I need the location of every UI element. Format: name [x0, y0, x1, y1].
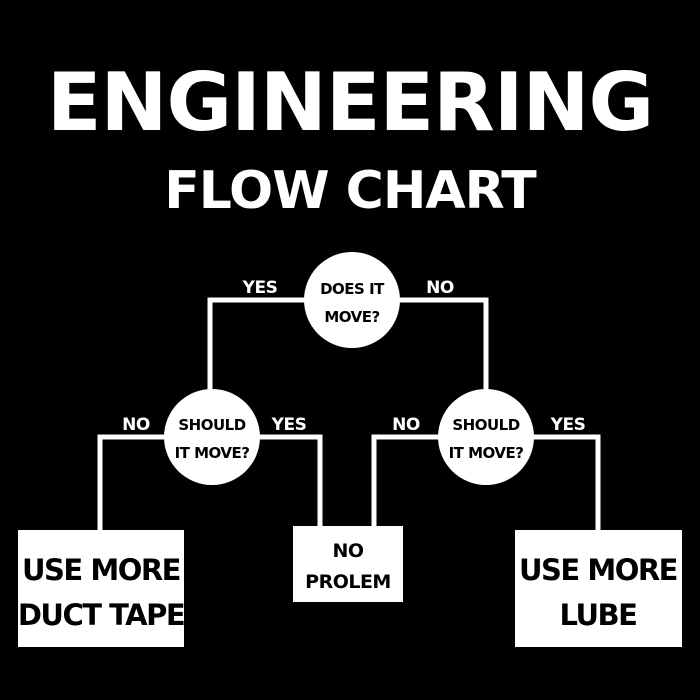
connector-right-yes	[529, 434, 601, 533]
edge-label-root-no: NO	[426, 278, 454, 298]
decision-line1: SHOULD	[178, 416, 245, 434]
decision-line2: IT MOVE?	[449, 444, 524, 462]
edge-label-right-yes: YES	[550, 415, 586, 435]
decision-should-it-move-right: SHOULD IT MOVE?	[438, 389, 534, 485]
decision-line2: IT MOVE?	[175, 444, 250, 462]
decision-circle	[304, 252, 400, 348]
connector-root-yes	[207, 297, 313, 395]
decision-line1: SHOULD	[452, 416, 519, 434]
decision-circle	[438, 389, 534, 485]
outcome-line2: DUCT TAPE	[18, 598, 184, 632]
outcome-box	[18, 530, 184, 647]
outcome-line2: PROLEM	[305, 571, 391, 593]
outcome-no-problem: NO PROLEM	[293, 526, 403, 602]
edge-label-left-no: NO	[122, 415, 150, 435]
edge-label-root-yes: YES	[242, 278, 278, 298]
decision-should-it-move-left: SHOULD IT MOVE?	[164, 389, 260, 485]
edge-label-left-yes: YES	[271, 415, 307, 435]
outcome-box	[515, 530, 682, 647]
outcome-line1: USE MORE	[519, 553, 677, 587]
outcome-line1: NO	[332, 540, 363, 562]
connector-root-no	[391, 297, 489, 395]
edge-label-right-no: NO	[392, 415, 420, 435]
title-engineering: ENGINEERING	[47, 56, 653, 149]
connector-left-no	[97, 434, 169, 533]
connectors	[97, 297, 601, 533]
outcome-duct-tape: USE MORE DUCT TAPE	[18, 530, 186, 647]
title-flow-chart: FLOW CHART	[164, 161, 537, 221]
connector-right-no	[371, 434, 443, 531]
outcome-line2: LUBE	[560, 598, 637, 632]
outcome-line1: USE MORE	[22, 553, 180, 587]
decision-line2: MOVE?	[324, 308, 379, 326]
outcome-box	[293, 526, 403, 602]
connector-left-yes	[255, 434, 323, 531]
decision-does-it-move: DOES IT MOVE?	[304, 252, 400, 348]
decision-circle	[164, 389, 260, 485]
decision-line1: DOES IT	[320, 280, 385, 298]
outcome-lube: USE MORE LUBE	[515, 530, 682, 647]
